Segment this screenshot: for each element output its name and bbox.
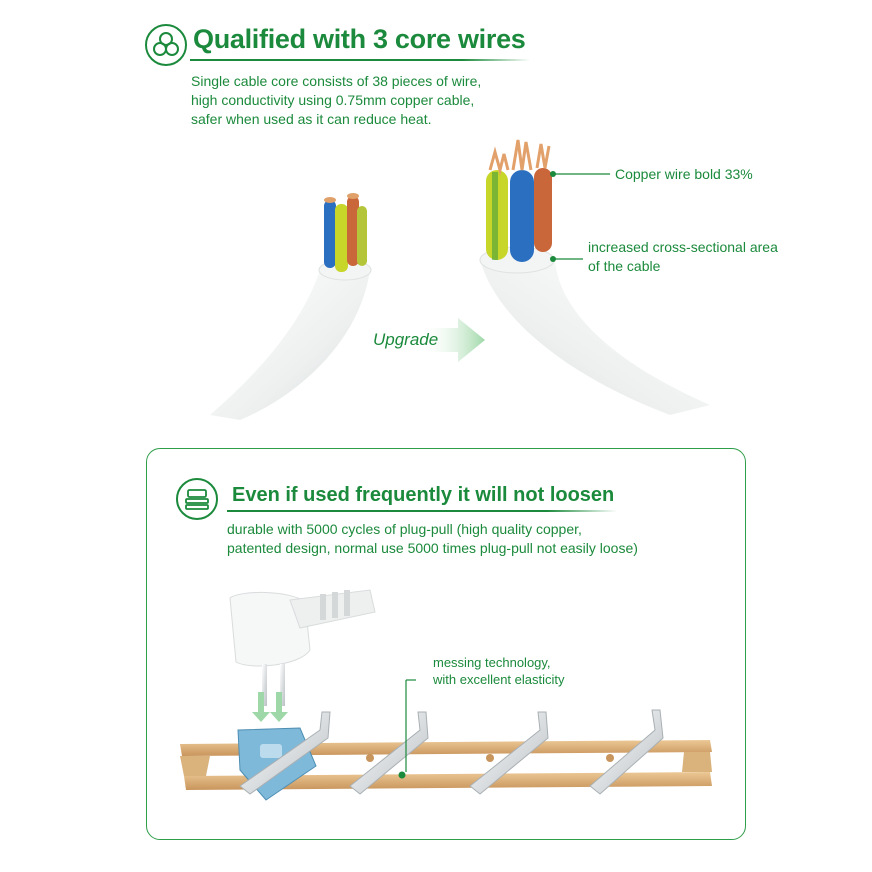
section2-underline — [227, 510, 617, 512]
plug-and-contacts-illustration — [180, 589, 712, 801]
old-cable — [210, 193, 372, 420]
area-callout-line2: of the cable — [588, 258, 661, 274]
tech-callout-line2: with excellent elasticity — [433, 672, 565, 687]
upgraded-cable — [479, 139, 710, 415]
section2-title: Even if used frequently it will not loos… — [232, 484, 615, 506]
section1-description: Single cable core consists of 38 pieces … — [191, 72, 481, 129]
copper-callout-label: Copper wire bold 33% — [615, 166, 753, 182]
spring-clip — [239, 711, 331, 795]
section1-description-line: high conductivity using 0.75mm copper ca… — [191, 92, 475, 108]
spring-clip — [469, 711, 549, 795]
tech-callout-label: messing technology, with excellent elast… — [433, 654, 565, 688]
tech-callout-line1: messing technology, — [433, 655, 551, 670]
section1-description-line: safer when used as it can reduce heat. — [191, 111, 432, 127]
tech-callout-line — [398, 679, 416, 779]
durability-panel — [146, 448, 746, 840]
spring-clip — [589, 709, 664, 795]
area-callout-line1: increased cross-sectional area — [588, 239, 778, 255]
section2-description-line: patented design, normal use 5000 times p… — [227, 540, 638, 556]
upgrade-label: Upgrade — [373, 330, 439, 349]
socket-stack-icon — [176, 478, 218, 520]
cable-comparison-illustration — [210, 139, 710, 420]
area-callout-label: increased cross-sectional area of the ca… — [588, 238, 778, 276]
three-cores-icon — [145, 24, 187, 66]
section1-description-line: Single cable core consists of 38 pieces … — [191, 73, 482, 89]
section2-description: durable with 5000 cycles of plug-pull (h… — [227, 520, 638, 558]
upgrade-arrow — [420, 318, 485, 362]
area-callout-line — [550, 256, 583, 262]
spring-clip — [349, 711, 429, 795]
plug — [229, 589, 376, 706]
section1-underline — [190, 59, 530, 61]
insert-arrows — [252, 692, 288, 722]
section2-description-line: durable with 5000 cycles of plug-pull (h… — [227, 521, 582, 537]
section1-title: Qualified with 3 core wires — [193, 24, 526, 54]
copper-callout-line — [550, 171, 610, 177]
